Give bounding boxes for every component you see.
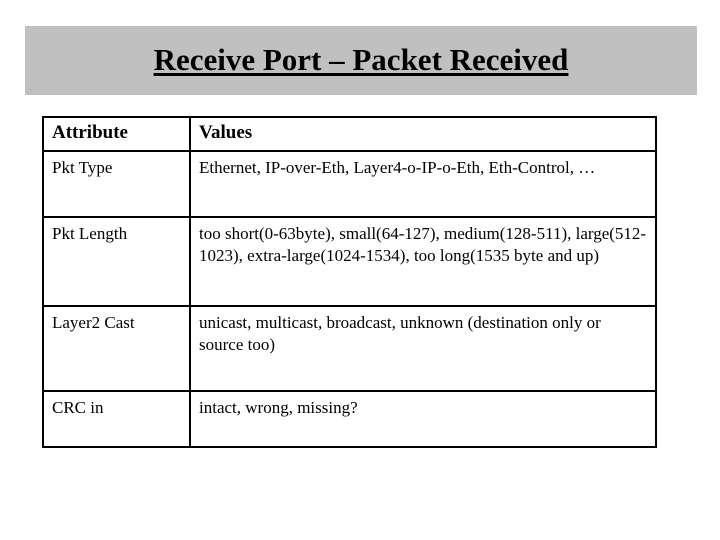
cell-attribute-crc-in: CRC in — [42, 389, 191, 448]
cell-values-layer2-cast: unicast, multicast, broadcast, unknown (… — [189, 304, 657, 392]
table-row: Layer2 Cast unicast, multicast, broadcas… — [42, 304, 657, 392]
column-header-attribute: Attribute — [42, 116, 191, 152]
attributes-table: Attribute Values Pkt Type Ethernet, IP-o… — [42, 116, 657, 448]
cell-values-pkt-length: too short(0-63byte), small(64-127), medi… — [189, 215, 657, 307]
page-title: Receive Port – Packet Received — [153, 42, 569, 78]
cell-attribute-pkt-type: Pkt Type — [42, 149, 191, 218]
table-header-row: Attribute Values — [42, 116, 657, 152]
table-row: Pkt Type Ethernet, IP-over-Eth, Layer4-o… — [42, 149, 657, 218]
cell-attribute-pkt-length: Pkt Length — [42, 215, 191, 307]
slide-title-banner: Receive Port – Packet Received — [25, 26, 697, 95]
column-header-values: Values — [189, 116, 657, 152]
cell-values-pkt-type: Ethernet, IP-over-Eth, Layer4-o-IP-o-Eth… — [189, 149, 657, 218]
table-row: CRC in intact, wrong, missing? — [42, 389, 657, 448]
cell-attribute-layer2-cast: Layer2 Cast — [42, 304, 191, 392]
cell-values-crc-in: intact, wrong, missing? — [189, 389, 657, 448]
table-row: Pkt Length too short(0-63byte), small(64… — [42, 215, 657, 307]
